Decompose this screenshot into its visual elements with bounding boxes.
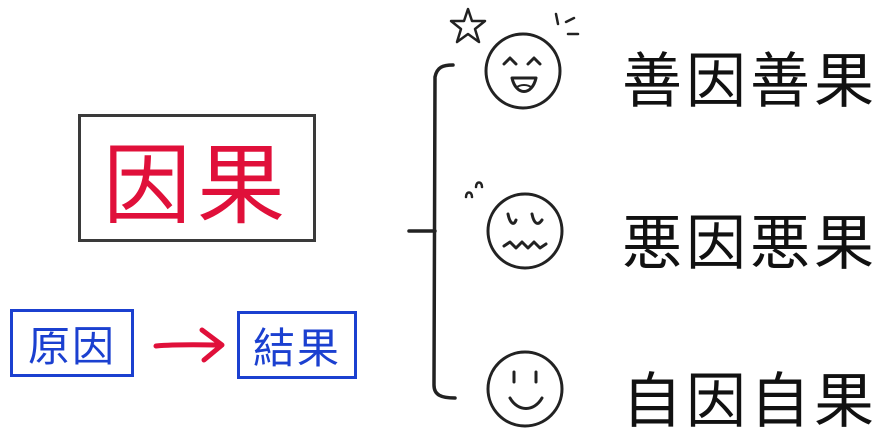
row-text-bad: 悪因悪果 [622,208,878,279]
main-concept-box: 因果 [78,114,316,242]
cause-box: 原因 [10,309,134,377]
effect-box: 結果 [237,311,357,379]
cause-label: 原因 [27,321,116,371]
effect-label: 結果 [252,323,341,373]
sparkle-lines-icon [554,12,580,36]
right-arrow-icon [153,327,225,363]
row-text-self: 自因自果 [622,366,878,437]
bracket-icon [407,63,457,400]
worried-face-icon [486,192,564,270]
happy-face-icon [484,32,562,110]
main-concept-label: 因果 [102,133,291,237]
smile-face-icon [486,350,564,428]
sweat-drops-icon [464,181,484,199]
row-text-good: 善因善果 [622,46,878,117]
star-icon [449,7,487,44]
